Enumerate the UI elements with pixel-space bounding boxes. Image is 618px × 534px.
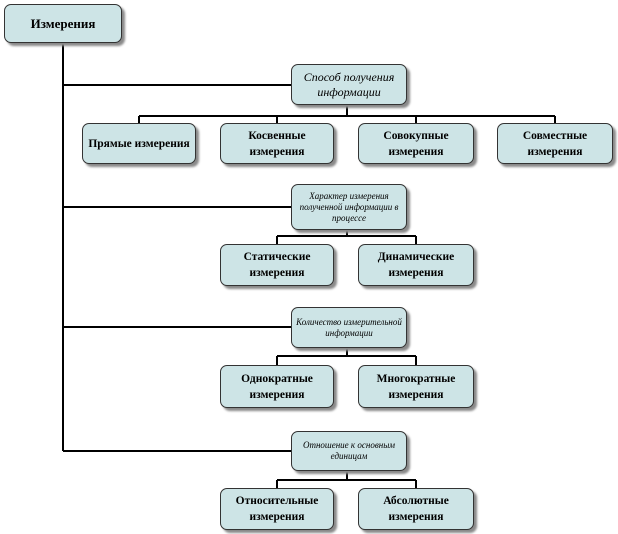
- leaf-node-direct: Прямые измерения: [82, 123, 196, 164]
- category-node-measurement-character: Характер измерения полученной информации…: [291, 184, 407, 230]
- leaf-node-joint: Совместные измерения: [497, 123, 613, 164]
- category-node-base-units: Отношение к основным единицам: [291, 431, 407, 471]
- leaf-node-single: Однократные измерения: [220, 365, 334, 408]
- leaf-node-cumulative: Совокупные измерения: [358, 123, 474, 164]
- leaf-node-multiple: Многократные измерения: [358, 365, 474, 408]
- root-node: Измерения: [4, 4, 122, 43]
- leaf-node-dynamic: Динамические измерения: [358, 244, 474, 286]
- leaf-node-absolute: Абсолютные измерения: [358, 488, 474, 530]
- leaf-node-relative: Относительные измерения: [220, 488, 334, 530]
- leaf-node-indirect: Косвенные измерения: [220, 123, 334, 164]
- leaf-node-static: Статические измерения: [220, 244, 334, 286]
- category-node-information-method: Способ получения информации: [291, 64, 407, 105]
- category-node-information-quantity: Количество измерительной информации: [291, 307, 407, 348]
